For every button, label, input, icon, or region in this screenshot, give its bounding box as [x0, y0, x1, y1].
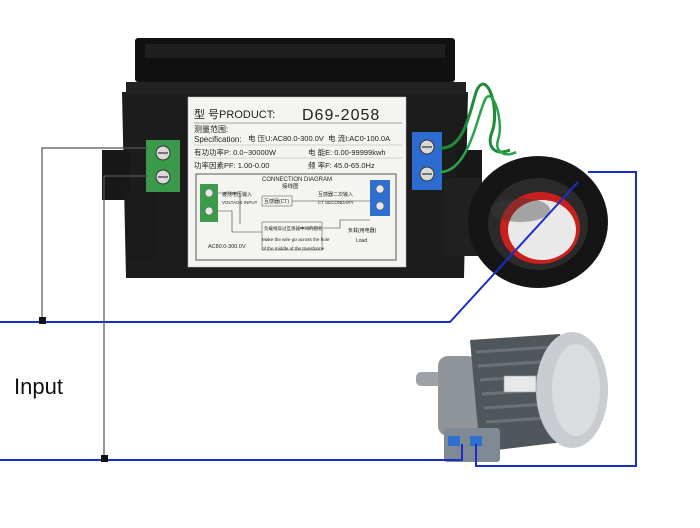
junction-bottom [101, 455, 108, 462]
diagram-title-en: CONNECTION DIAGRAM [262, 177, 332, 183]
voltage-input-cn: 被测电压输入 [222, 191, 252, 198]
load-cn: 负载(用电器) [348, 227, 377, 234]
tap-top [41, 147, 148, 320]
hole-note-cn: 负载线穿过互感器中间的圆孔 [264, 225, 323, 232]
ct-secondary-wire [439, 82, 511, 154]
input-label: Input [14, 374, 63, 399]
wiring-lines [0, 171, 637, 467]
diagram-voltage-terminal-icon [200, 184, 218, 222]
current-transformer-icon [468, 156, 608, 288]
voltage-taps [41, 147, 148, 458]
diagram-ct-terminal-icon [370, 180, 390, 216]
pf-spec: 功率因素PF: 1.00-0.00 [194, 160, 269, 170]
voltage-spec: 电 压U:AC80.0-300.0V [248, 133, 324, 143]
line-bottom [0, 444, 463, 461]
ct-terminal-block-icon [412, 132, 442, 190]
line-motor-return [475, 171, 637, 467]
range-label-en: Specification: [194, 135, 242, 144]
hole-note-en-2: of the middle of the transforme [262, 246, 325, 251]
range-label-cn: 测量范围: [194, 124, 228, 134]
tap-bottom [103, 175, 148, 458]
line-top [0, 181, 579, 323]
load-en: Load [356, 238, 367, 244]
hole-note-en-1: Make the wire go across the hole [262, 237, 330, 242]
meter-spec-label [187, 96, 407, 268]
connection-diagram-box [195, 173, 397, 261]
current-spec: 电 流I:AC0-100.0A [328, 133, 390, 143]
model-prefix: 型 号PRODUCT: [194, 107, 275, 121]
model-number: D69-2058 [302, 107, 380, 124]
electric-motor-icon [416, 332, 608, 462]
power-meter: 型 号PRODUCT: D69-2058 测量范围: Specification… [102, 38, 482, 278]
ct-secondary-en: CT SECONDARY [318, 200, 354, 205]
diagram-title-cn: 接线图 [282, 182, 299, 190]
ct-label: 互感器(CT) [264, 198, 289, 205]
voltage-range-label: AC80.0-300.0V [208, 244, 246, 250]
ct-secondary-cn: 互感器二次输入 [318, 191, 353, 198]
power-spec: 有功功率P: 0.0~30000W [194, 147, 277, 157]
voltage-terminal-block-icon [146, 140, 180, 192]
energy-spec: 电 能E: 0.00-99999kwh [308, 147, 386, 157]
freq-spec: 频 率F: 45.0-65.0Hz [308, 160, 375, 170]
junction-top [39, 317, 46, 324]
